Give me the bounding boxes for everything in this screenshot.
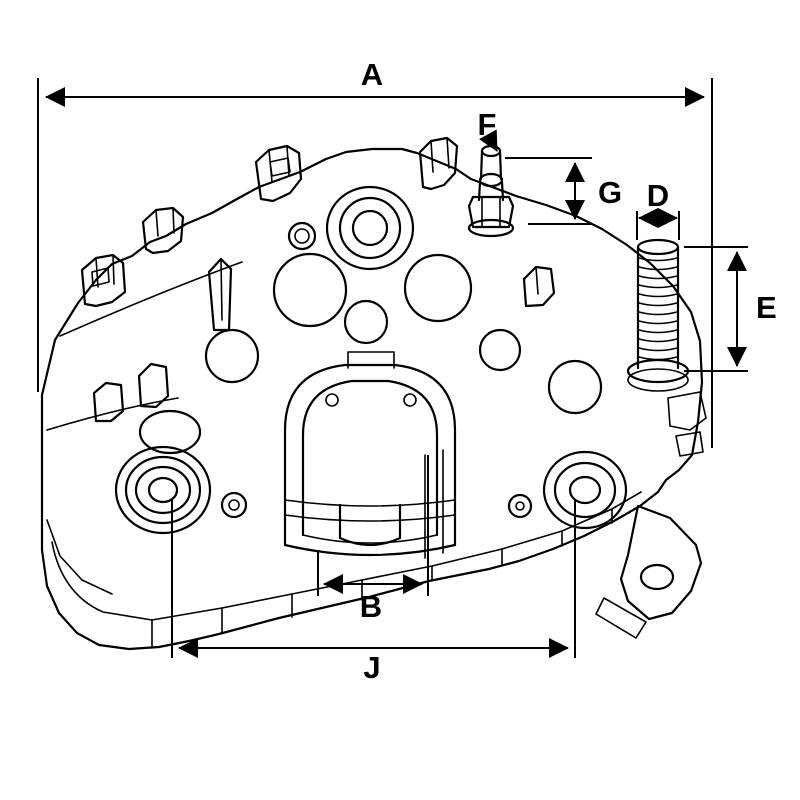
dimension-f-leader: [479, 129, 498, 152]
terminal-stud-collar: [478, 172, 504, 188]
surface-contour-left: [46, 397, 179, 431]
hole-oval-left: [138, 409, 202, 455]
center-boss: [325, 185, 415, 271]
rivet-left-outer: [220, 491, 248, 519]
diode-tab-5-detail: [535, 266, 539, 295]
dimension-j: J: [171, 500, 576, 685]
dimension-b-label: B: [360, 589, 382, 624]
thickness-ticks: [151, 508, 613, 647]
right-grommet: [542, 450, 628, 530]
housing-inner-arch: [301, 379, 439, 537]
left-edge-block-2: [137, 362, 170, 409]
boss-inner-ring: [351, 209, 389, 247]
rivet-right-outer: [507, 493, 533, 519]
terminal-base: [467, 218, 515, 238]
housing-outer-arch: [283, 363, 457, 547]
dimension-d-label: D: [647, 178, 669, 213]
stud-sides: [636, 245, 680, 370]
right-grommet-ring-1: [542, 450, 628, 530]
left-grommet: [114, 445, 212, 535]
housing-bottom-outer: [283, 543, 457, 557]
diode-tab-2-detail: [155, 207, 175, 237]
dimension-e-label: E: [756, 290, 777, 325]
dimension-e: E: [684, 246, 777, 372]
diode-tab-1-detail: [91, 254, 115, 288]
left-grommet-ring-2: [124, 455, 202, 525]
dimension-g-label: G: [598, 175, 622, 210]
terminal-stud-sides: [479, 149, 503, 181]
blade-terminal-detail: [220, 258, 223, 321]
hole-medium-left: [204, 328, 260, 384]
right-bracket-upper: [667, 391, 707, 431]
plate-outline: [40, 147, 704, 651]
boss-outer-ring: [325, 185, 415, 271]
diode-tab-4-detail: [430, 137, 450, 173]
hole-large-right: [403, 253, 473, 323]
corner-step-line: [46, 519, 113, 595]
diode-tab-1: [80, 253, 127, 308]
diode-tab-3: [254, 144, 303, 203]
hole-large-left: [272, 252, 348, 328]
dimension-a-label: A: [361, 57, 383, 92]
housing-band-2: [284, 514, 456, 522]
left-grommet-ring-1: [114, 445, 212, 535]
housing-bolt-left: [325, 393, 339, 407]
mounting-arm: [619, 504, 703, 621]
surface-contour-upper: [59, 261, 243, 337]
bottom-right-foot: [595, 597, 647, 639]
terminal-stud-top: [480, 144, 502, 158]
left-grommet-ring-3: [134, 465, 192, 515]
terminal-nut-facets: [481, 197, 501, 228]
plate-holes: [138, 221, 603, 455]
housing-top-notch: [347, 351, 395, 369]
housing-bolt-right: [403, 393, 417, 407]
housing-u-slot: [338, 503, 402, 547]
diode-tab-4: [418, 136, 459, 191]
dimension-g: G: [505, 157, 622, 225]
right-grommet-ring-3: [568, 475, 602, 505]
diode-tabs: [80, 136, 556, 423]
housing-right-walls: [424, 449, 444, 559]
hole-medium-right: [478, 328, 522, 372]
right-grommet-ring-2: [553, 461, 617, 519]
dimension-d: D: [636, 178, 680, 240]
diode-tab-5: [522, 265, 556, 308]
hole-small-double-outer: [287, 221, 317, 251]
rivets: [220, 491, 533, 519]
left-grommet-ring-4: [147, 476, 179, 504]
arm-outline: [619, 504, 703, 621]
dimension-b: B: [317, 455, 429, 624]
left-edge-block-1: [92, 381, 125, 423]
hole-medium-center: [343, 299, 389, 345]
stud-top: [636, 238, 680, 256]
diode-tab-3-detail: [268, 145, 291, 183]
dimension-f: F: [478, 107, 498, 152]
boss-middle-ring: [338, 196, 402, 260]
connector-housing: [283, 351, 457, 559]
threaded-stud: [626, 238, 690, 392]
rivet-right-inner: [515, 501, 525, 511]
rectifier-plate: [40, 136, 707, 651]
stud-boss-upper: [626, 358, 690, 384]
terminal-stud: [467, 144, 515, 238]
dimension-a: A: [37, 57, 713, 448]
dimension-j-label: J: [363, 650, 380, 685]
hole-small-double-inner: [294, 228, 310, 244]
stud-boss-lower: [627, 368, 689, 392]
arm-slot: [639, 563, 675, 591]
right-bracket-lower: [675, 431, 704, 457]
stud-threads: [638, 257, 678, 361]
housing-band-1: [284, 499, 456, 507]
dimension-d-extension-ticks: [636, 211, 680, 240]
rivet-left-inner: [228, 499, 240, 511]
hole-medium-far-right: [547, 359, 603, 415]
dimension-f-label: F: [478, 107, 497, 142]
diode-tab-2: [141, 206, 185, 255]
bottom-step-line: [51, 491, 642, 621]
housing-bottom-inner: [302, 534, 438, 544]
terminal-nut: [467, 195, 515, 229]
